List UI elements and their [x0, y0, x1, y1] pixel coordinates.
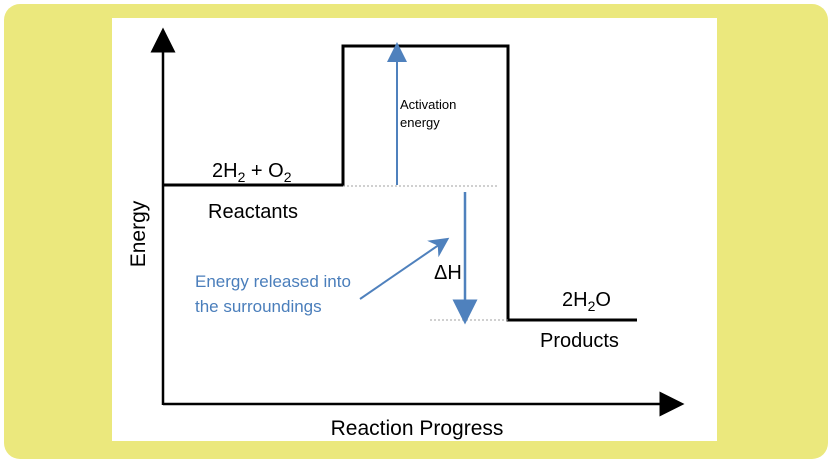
- y-axis-label: Energy: [127, 200, 150, 267]
- energy-released-label-line2: the surroundings: [195, 297, 322, 316]
- diagram-panel: [112, 18, 717, 441]
- reactants-label: Reactants: [208, 201, 298, 223]
- activation-energy-label-line1: Activation: [400, 97, 456, 112]
- energy-released-label-line1: Energy released into: [195, 272, 351, 291]
- delta-h-label: ΔH: [434, 262, 462, 284]
- reactants-formula: 2H2 + O2: [212, 160, 292, 185]
- x-axis-label: Reaction Progress: [331, 417, 504, 440]
- activation-energy-label-line2: energy: [400, 115, 440, 130]
- products-label: Products: [540, 330, 619, 352]
- energy-released-arrow: [359, 237, 450, 300]
- energy-profile-line: [163, 44, 637, 322]
- products-formula: 2H2O: [562, 289, 611, 314]
